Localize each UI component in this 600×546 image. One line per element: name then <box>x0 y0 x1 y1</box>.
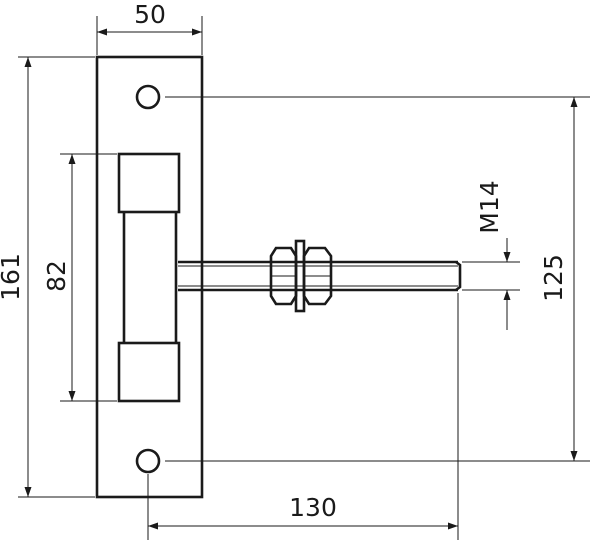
clamp-bracket <box>117 152 181 403</box>
dimension-plate-height: 161 <box>0 56 95 498</box>
dimension-clamp-height: 82 <box>42 153 117 402</box>
dimension-label-plate-height: 161 <box>0 253 25 301</box>
nut-assembly <box>269 239 333 313</box>
mounting-hole-bottom <box>135 448 161 474</box>
dimension-hole-spacing: 125 <box>165 96 590 462</box>
dimension-label-clamp-height: 82 <box>42 260 71 292</box>
dimension-label-hole-spacing: 125 <box>539 254 568 302</box>
dimension-label-thread: M14 <box>475 180 504 233</box>
dimension-label-plate-width: 50 <box>134 0 166 29</box>
back-plate <box>95 55 204 499</box>
dimension-rod-length: 130 <box>147 293 459 540</box>
dimension-label-rod-length: 130 <box>289 493 337 522</box>
dimension-plate-width: 50 <box>96 0 203 55</box>
mounting-hole-top <box>135 84 161 110</box>
dimension-thread: M14 <box>462 180 520 330</box>
threaded-rod <box>178 260 462 292</box>
